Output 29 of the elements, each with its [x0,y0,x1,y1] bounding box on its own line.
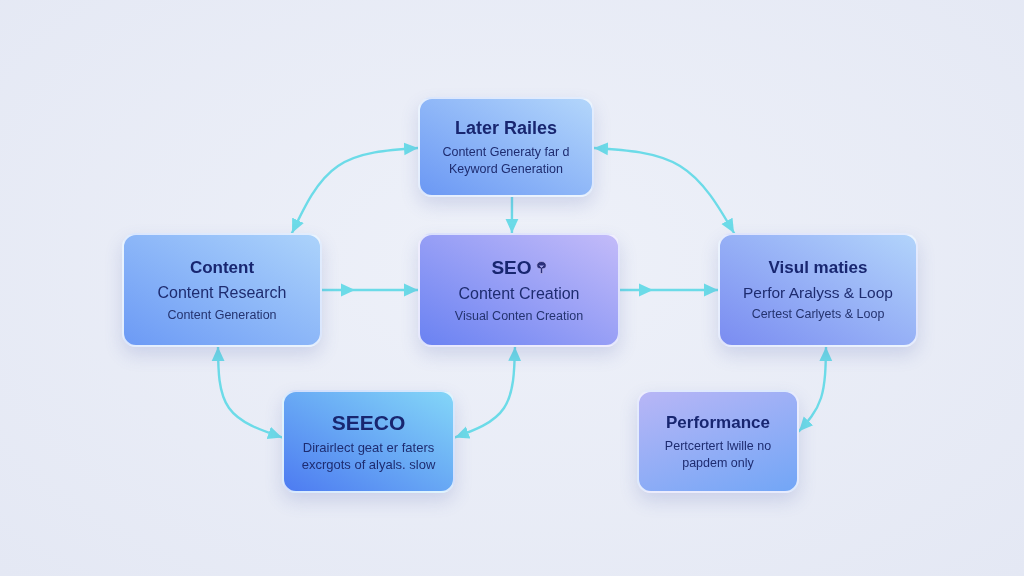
node-title: SEECO [331,409,406,436]
arrow [211,345,284,439]
node-title: SEO [491,255,532,280]
node-text: Content Generation [167,306,277,324]
arrow [592,142,736,235]
arrow [290,142,420,235]
process-box [282,390,455,493]
node-title: Later Railes [454,117,558,141]
process-box [718,233,918,347]
process-box [418,97,594,197]
node-text: Pertcertert lwille no papdem only [663,438,773,471]
node-title: Content [189,256,255,279]
node-text: Visual Conten Creation [454,308,584,325]
arrow [618,283,720,297]
arrow [505,195,519,235]
process-box [637,390,799,493]
node-text: Dirairlect geat er faters excrgots of alyals. slow [300,440,437,475]
node-text: Content Research [157,283,287,303]
node-text: Content Generaty far d Keyword Generation [441,144,571,177]
process-box [122,233,322,347]
node-text: Certest Carlyets & Loop [751,306,885,323]
node-text: Perfor Aralyss & Loop [743,283,893,304]
arrow [453,345,522,439]
process-box [418,233,620,347]
node-title: Performance [666,412,770,435]
node-text: Content Creation [458,284,580,305]
arrow [320,283,420,297]
node-title: Visul maties [768,257,868,280]
arrow [797,345,833,433]
